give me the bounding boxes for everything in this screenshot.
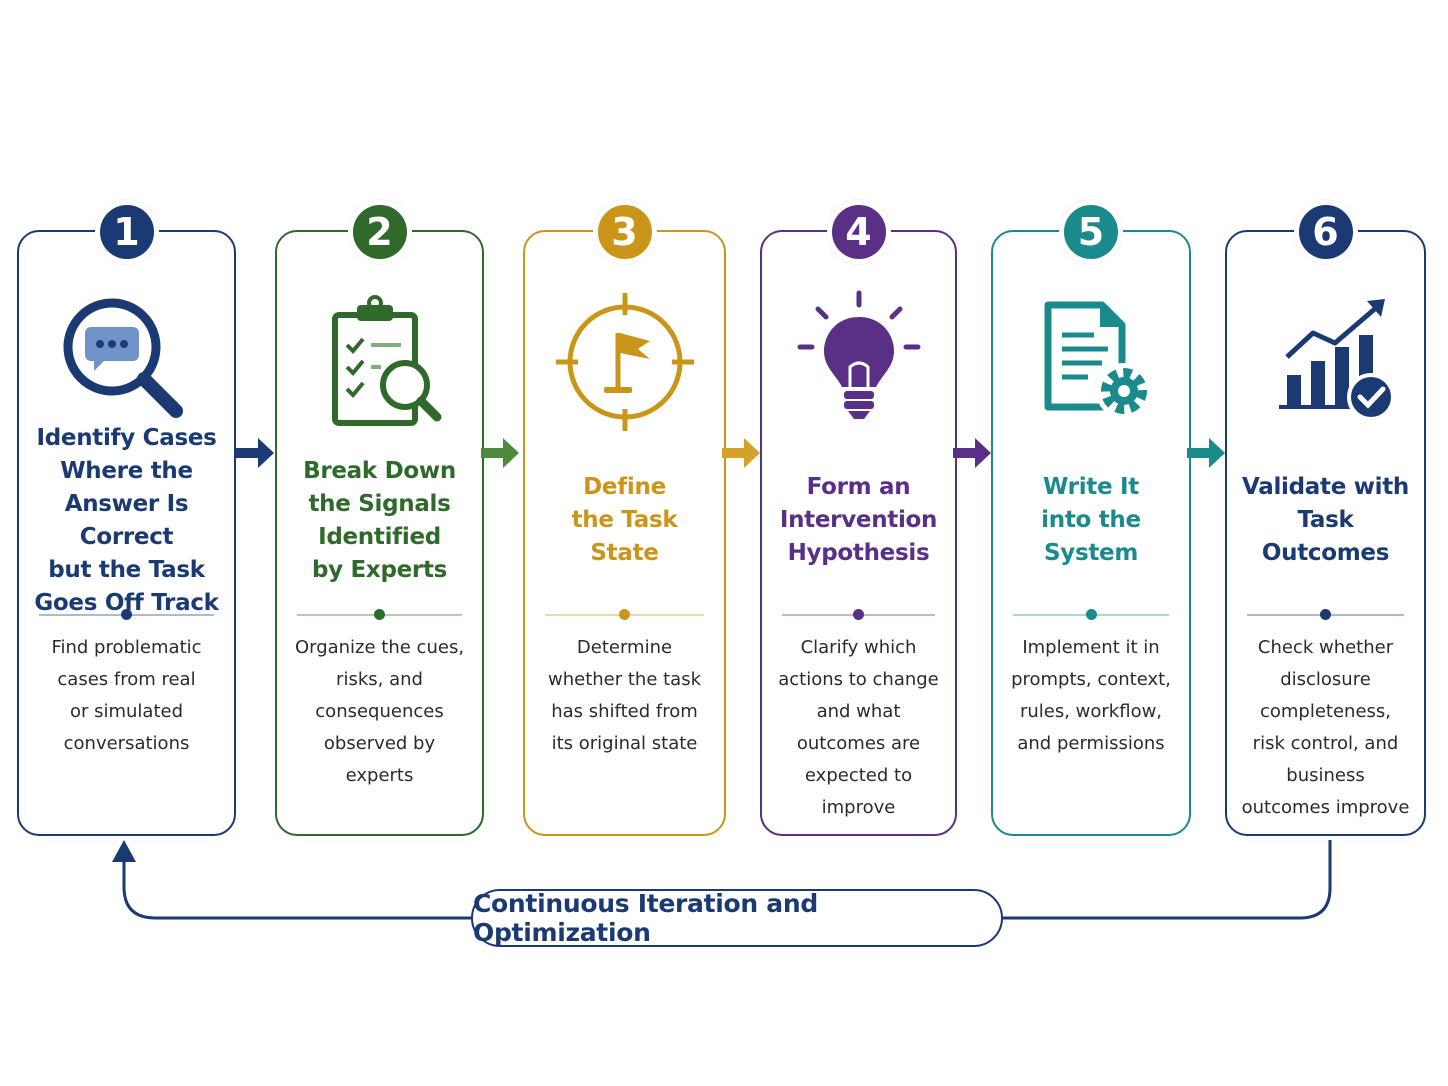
step-number-badge: 1 xyxy=(94,200,159,264)
divider-dot xyxy=(1320,609,1331,620)
arrow-right-icon xyxy=(481,438,519,468)
flag-target-icon xyxy=(555,293,694,431)
document-gear-icon xyxy=(1044,301,1152,419)
arrow-right-icon xyxy=(236,438,274,468)
loop-label: Continuous Iteration and Optimization xyxy=(471,889,1003,947)
chart-check-icon xyxy=(1278,299,1395,421)
divider-dot xyxy=(619,609,630,620)
divider-dot xyxy=(374,609,385,620)
step-number-badge: 3 xyxy=(592,200,657,264)
lightbulb-icon xyxy=(797,290,920,419)
step-number-badge: 4 xyxy=(826,200,891,264)
divider-dot xyxy=(121,609,132,620)
divider-dot xyxy=(1085,609,1097,620)
divider-dot xyxy=(853,609,864,620)
arrow-right-icon xyxy=(722,438,760,468)
step-number-badge: 6 xyxy=(1293,200,1358,264)
arrow-right-icon xyxy=(953,438,991,468)
clipboard-magnifier-icon xyxy=(331,295,441,426)
magnifier-chat-icon xyxy=(63,298,183,418)
arrow-right-icon xyxy=(1187,438,1225,468)
step-number-badge: 5 xyxy=(1059,200,1123,264)
step-number-badge: 2 xyxy=(347,200,412,264)
